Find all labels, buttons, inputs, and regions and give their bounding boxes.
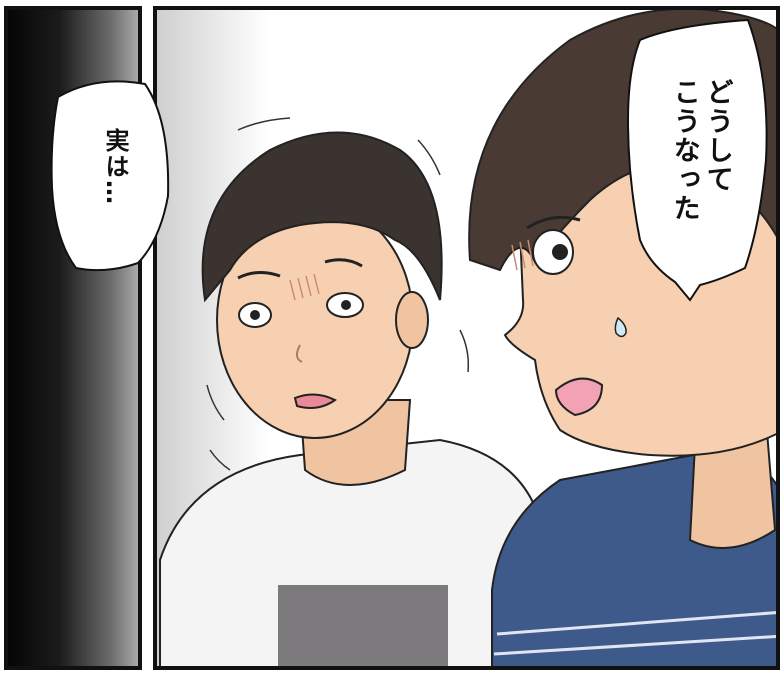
right-speech-bubble	[626, 18, 768, 302]
left-bubble-text: 実は…	[101, 128, 129, 206]
sweat-drop	[614, 316, 627, 338]
left-speech-bubble	[50, 80, 170, 272]
left-hair	[201, 131, 443, 303]
right-mouth	[554, 377, 604, 417]
left-mouth	[293, 393, 337, 409]
right-bubble-line-1: どうして	[701, 78, 733, 194]
left-ear	[395, 291, 429, 349]
right-bubble-line-2: こうなった	[668, 78, 700, 223]
character-left	[159, 117, 542, 666]
shirt-print	[278, 585, 448, 666]
